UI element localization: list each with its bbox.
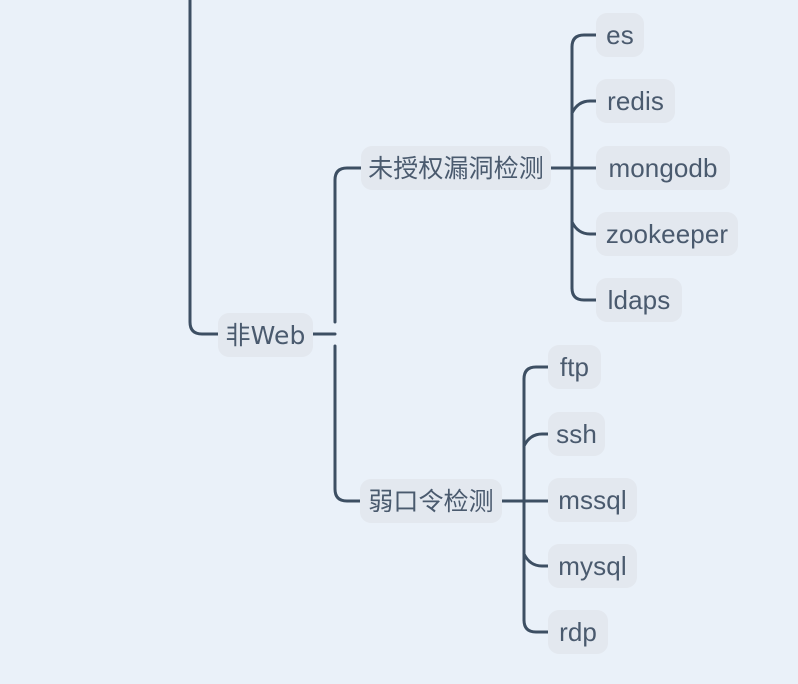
node-label: mongodb xyxy=(608,153,718,183)
node-redis[interactable]: redis xyxy=(596,79,675,123)
connector-unauth-child-redis xyxy=(570,99,598,115)
node-unauthorized-vuln-detection[interactable]: 未授权漏洞检测 xyxy=(361,146,551,190)
node-label: 弱口令检测 xyxy=(368,486,494,516)
node-non-web[interactable]: 非Web xyxy=(218,313,313,357)
node-label: 非Web xyxy=(225,320,306,350)
connector-weakpass-child-mysql xyxy=(522,552,550,568)
connector-weakpass-child-ssh xyxy=(522,432,550,448)
node-label: redis xyxy=(607,86,664,116)
node-rdp[interactable]: rdp xyxy=(548,610,608,654)
node-label: ftp xyxy=(559,352,590,382)
connector-nonweb-trunk xyxy=(333,166,363,324)
node-ssh[interactable]: ssh xyxy=(548,412,605,456)
node-label: es xyxy=(606,20,634,50)
connector-weakpass-child-ftp xyxy=(522,365,550,381)
node-label: rdp xyxy=(559,617,597,647)
node-label: ssh xyxy=(556,419,597,449)
node-es[interactable]: es xyxy=(596,13,644,57)
node-label: 未授权漏洞检测 xyxy=(368,153,544,183)
node-label: ldaps xyxy=(607,285,671,315)
node-label: mysql xyxy=(558,551,627,581)
node-mssql[interactable]: mssql xyxy=(548,478,637,522)
connector-unauth-child-zookeeper xyxy=(570,220,598,236)
connector-nonweb-trunk-lower xyxy=(333,344,362,503)
node-ftp[interactable]: ftp xyxy=(548,345,601,389)
connector-weakpass-child-rdp xyxy=(522,618,550,634)
node-label: zookeeper xyxy=(605,219,729,249)
node-label: mssql xyxy=(558,485,627,515)
node-weak-password-detection[interactable]: 弱口令检测 xyxy=(360,479,502,523)
node-mysql[interactable]: mysql xyxy=(548,544,637,588)
connector-unauth-child-es xyxy=(570,33,598,49)
node-ldaps[interactable]: ldaps xyxy=(596,278,682,322)
connector-unauth-child-ldaps xyxy=(570,286,598,302)
connector-root-trunk xyxy=(188,0,220,336)
node-zookeeper[interactable]: zookeeper xyxy=(596,212,738,256)
node-mongodb[interactable]: mongodb xyxy=(596,146,730,190)
